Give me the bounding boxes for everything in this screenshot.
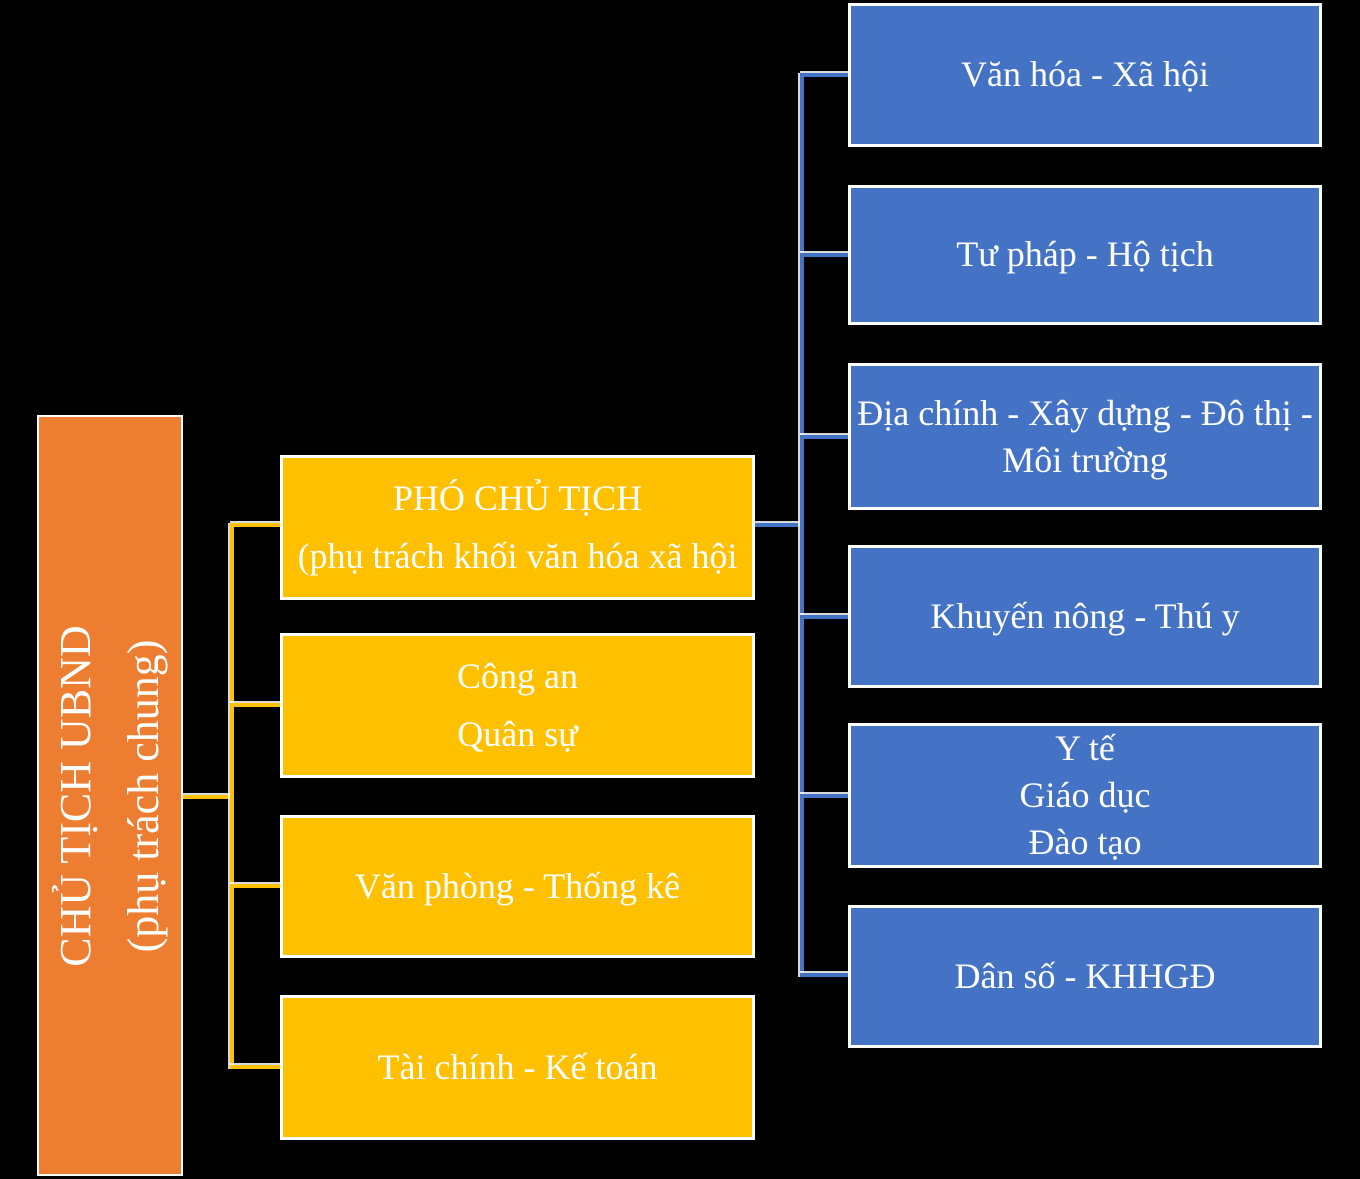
node-label-line: Y tế bbox=[1055, 728, 1115, 769]
connector-level3-branch-4 bbox=[800, 615, 848, 619]
node-van-phong-thong-ke: Văn phòng - Thống kê bbox=[280, 815, 755, 958]
node-label-line: Công an bbox=[457, 655, 578, 696]
connector-vice-stub bbox=[755, 523, 804, 527]
node-label-line: Dân số - KHHGĐ bbox=[954, 955, 1216, 996]
node-tai-chinh-ke-toan: Tài chính - Kế toán bbox=[280, 995, 755, 1140]
node-label-line: Giáo dục bbox=[1019, 775, 1151, 816]
node-label-line: Tư pháp - Hộ tịch bbox=[956, 234, 1214, 275]
node-label-line: Môi trường bbox=[1002, 439, 1168, 480]
connector-level2-branch-3 bbox=[230, 884, 280, 888]
connector-level3-branch-6 bbox=[800, 973, 848, 977]
node-pho-chu-tich: PHÓ CHỦ TỊCH (phụ trách khối văn hóa xã … bbox=[280, 455, 755, 600]
node-label-line: (phụ trách khối văn hóa xã hội bbox=[297, 535, 738, 576]
node-dan-so-khhgd: Dân số - KHHGĐ bbox=[848, 905, 1322, 1048]
connector-level2-branch-1 bbox=[230, 523, 280, 527]
node-label-line: Đào tạo bbox=[1028, 821, 1142, 862]
node-label-line: Văn phòng - Thống kê bbox=[354, 865, 681, 906]
node-khuyen-nong-thu-y: Khuyến nông - Thú y bbox=[848, 545, 1322, 688]
rotated-text-block: CHỦ TỊCH UBND (phụ trách chung) bbox=[37, 415, 183, 1176]
node-chu-tich-ubnd: CHỦ TỊCH UBND (phụ trách chung) bbox=[37, 415, 183, 1176]
connector-level3-branch-3 bbox=[800, 435, 848, 439]
node-label-line: Tài chính - Kế toán bbox=[377, 1046, 658, 1087]
node-cong-an-quan-su: Công an Quân sự bbox=[280, 633, 755, 778]
node-label-line: Địa chính - Xây dựng - Đô thị - bbox=[857, 392, 1313, 433]
node-label-line: (phụ trách chung) bbox=[119, 639, 168, 952]
connector-level3-trunk bbox=[800, 73, 804, 977]
node-tu-phap-ho-tich: Tư pháp - Hộ tịch bbox=[848, 185, 1322, 325]
connector-level2-trunk bbox=[230, 523, 234, 1069]
connector-level3-branch-5 bbox=[800, 794, 848, 798]
connector-level3-branch-2 bbox=[800, 253, 848, 257]
connector-root-stub bbox=[183, 795, 234, 799]
connector-level2-branch-2 bbox=[230, 703, 280, 707]
node-van-hoa-xa-hoi: Văn hóa - Xã hội bbox=[848, 3, 1322, 147]
node-y-te-giao-duc-dao-tao: Y tế Giáo dục Đào tạo bbox=[848, 723, 1322, 868]
connector-level3-branch-1 bbox=[800, 73, 848, 77]
node-label-line: Khuyến nông - Thú y bbox=[930, 595, 1240, 636]
node-label-line: Quân sự bbox=[457, 713, 578, 754]
node-label-line: CHỦ TỊCH UBND bbox=[50, 624, 100, 967]
node-label-line: Văn hóa - Xã hội bbox=[961, 54, 1209, 95]
connector-level2-branch-4 bbox=[230, 1065, 280, 1069]
node-label-line: PHÓ CHỦ TỊCH bbox=[392, 477, 643, 518]
node-dia-chinh-xay-dung: Địa chính - Xây dựng - Đô thị - Môi trườ… bbox=[848, 363, 1322, 510]
